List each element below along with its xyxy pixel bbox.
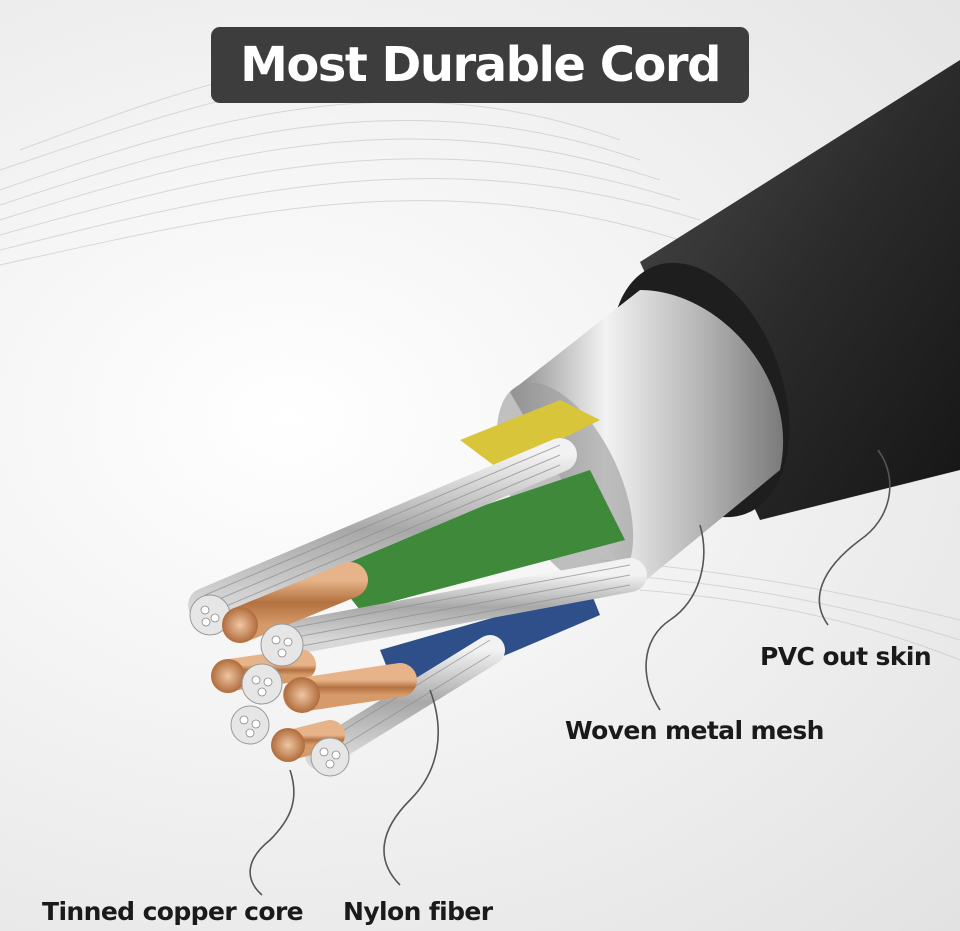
callout-lines xyxy=(249,449,891,896)
label-tinned-copper-core: Tinned copper core xyxy=(42,897,304,926)
title-banner: Most Durable Cord xyxy=(211,27,749,103)
label-nylon-fiber: Nylon fiber xyxy=(343,897,493,926)
label-pvc-out-skin: PVC out skin xyxy=(760,642,932,671)
strand-texture xyxy=(204,444,631,761)
strand-dots xyxy=(200,605,341,769)
conductor-ends xyxy=(189,594,350,777)
page-title: Most Durable Cord xyxy=(240,37,721,93)
label-woven-metal-mesh: Woven metal mesh xyxy=(565,716,824,745)
